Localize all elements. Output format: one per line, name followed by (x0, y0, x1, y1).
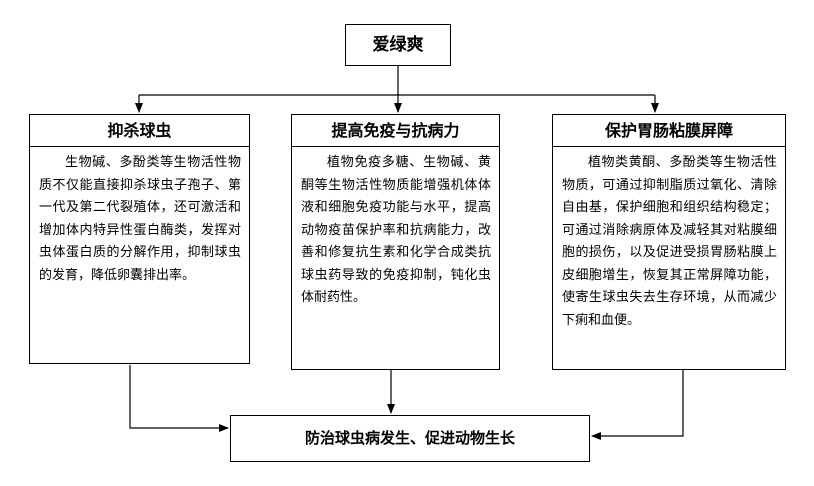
box-2-title: 提高免疫与抗病力 (331, 121, 460, 140)
box-2-header: 提高免疫与抗病力 (291, 114, 500, 147)
box-1-title: 抑杀球虫 (107, 121, 172, 140)
box-2-text: 植物免疫多糖、生物碱、黄酮等生物活性物质能增强机体体液和细胞免疫功能与水平，提高… (301, 155, 491, 305)
box-3-text: 植物类黄酮、多酚类等生物活性物质，可通过抑制脂质过氧化、清除自由基，保护细胞和组… (562, 155, 777, 328)
top-box: 爱绿爽 (345, 24, 451, 66)
box-3-header: 保护胃肠粘膜屏障 (552, 114, 786, 147)
bottom-title: 防治球虫病发生、促进动物生长 (304, 429, 515, 447)
bottom-box: 防治球虫病发生、促进动物生长 (230, 415, 590, 462)
top-title: 爱绿爽 (372, 35, 424, 55)
box-3-title: 保护胃肠粘膜屏障 (604, 121, 733, 140)
box-1-body: 生物碱、多酚类等生物活性物质不仅能直接抑杀球虫子孢子、第一代及第二代裂殖体，还可… (29, 146, 250, 364)
arrow-box3-to-bottom (591, 370, 684, 440)
box-3-body: 植物类黄酮、多酚类等生物活性物质，可通过抑制脂质过氧化、清除自由基，保护细胞和组… (552, 146, 786, 370)
box-2-body: 植物免疫多糖、生物碱、黄酮等生物活性物质能增强机体体液和细胞免疫功能与水平，提高… (291, 146, 500, 370)
box-1-text: 生物碱、多酚类等生物活性物质不仅能直接抑杀球虫子孢子、第一代及第二代裂殖体，还可… (39, 155, 241, 283)
box-1-header: 抑杀球虫 (29, 114, 250, 147)
arrow-box1-to-bottom (129, 365, 229, 432)
